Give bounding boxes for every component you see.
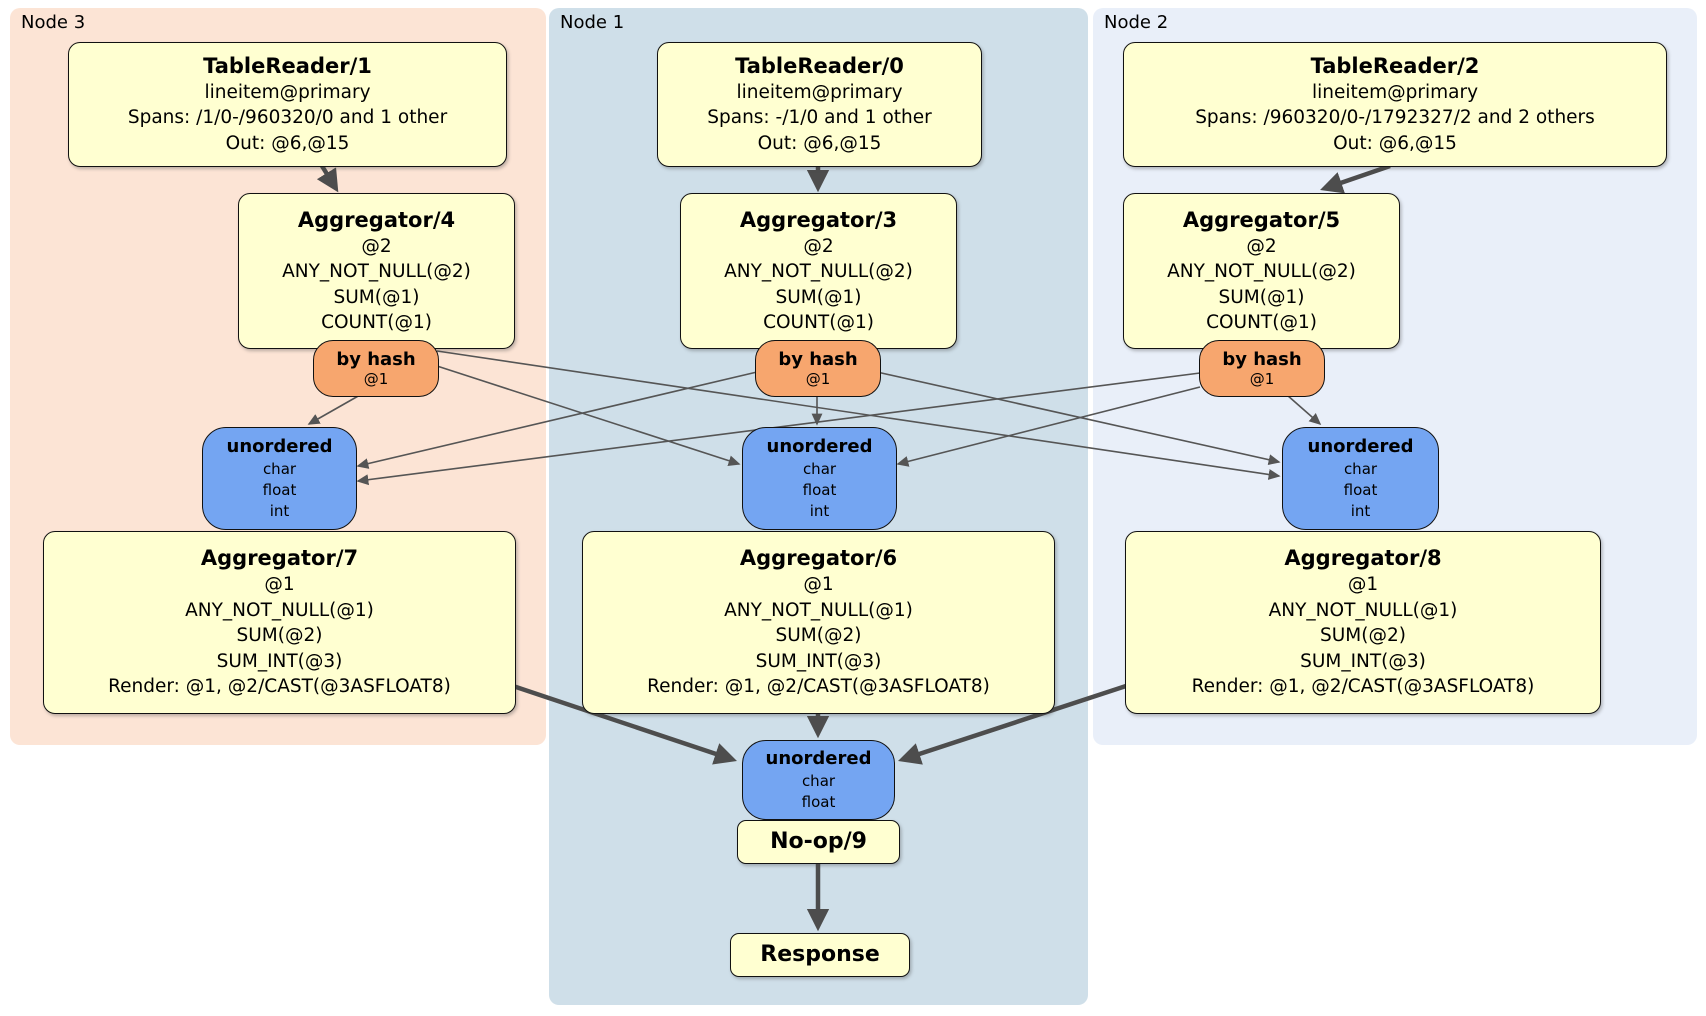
aggregator-6-fn: SUM(@2) [775, 625, 862, 647]
tablereader-1-out: Out: @6,@15 [225, 132, 350, 154]
aggregator-4-fn: COUNT(@1) [321, 312, 432, 333]
hash-router-node2-key: @1 [1249, 370, 1275, 388]
aggregator-6-title: Aggregator/6 [739, 546, 898, 571]
sync-col-type: float [262, 481, 297, 499]
aggregator-7-fn: ANY_NOT_NULL(@1) [185, 599, 374, 621]
aggregator-3-group: @2 [803, 235, 834, 257]
sync-col-type: float [802, 481, 837, 499]
hash-router-node2-title: by hash [1222, 349, 1302, 370]
hash-router-node3: by hash @1 [313, 340, 439, 397]
aggregator-7-fn: SUM(@2) [236, 625, 323, 647]
sync-col-type: float [801, 793, 836, 811]
aggregator-8-group: @1 [1347, 574, 1379, 596]
sync-col-type: char [262, 460, 297, 478]
aggregator-5-fn: SUM(@1) [1218, 286, 1305, 308]
hash-router-node1-key: @1 [805, 370, 831, 388]
aggregator-8-title: Aggregator/8 [1284, 546, 1442, 571]
aggregator-4-fn: ANY_NOT_NULL(@2) [282, 261, 471, 282]
tablereader-0-title: TableReader/0 [735, 53, 904, 78]
hash-router-node2: by hash @1 [1199, 340, 1325, 397]
aggregator-5: Aggregator/5 @2 ANY_NOT_NULL(@2) SUM(@1)… [1123, 193, 1400, 349]
tablereader-0-out: Out: @6,@15 [757, 132, 882, 154]
tablereader-2-title: TableReader/2 [1310, 53, 1480, 78]
noop-processor: No-op/9 [737, 820, 900, 864]
response-box: Response [730, 933, 910, 977]
sync-col-type: char [802, 460, 837, 478]
hash-router-node3-title: by hash [336, 349, 416, 370]
aggregator-5-group: @2 [1246, 235, 1277, 257]
aggregator-3-title: Aggregator/3 [739, 207, 898, 232]
tablereader-2-spans: Spans: /960320/0-/1792327/2 and 2 others [1195, 107, 1595, 129]
unordered-sync-final-title: unordered [765, 748, 872, 769]
sync-col-type: char [1343, 460, 1378, 478]
tablereader-0-spans: Spans: -/1/0 and 1 other [707, 107, 932, 129]
aggregator-4-fn: SUM(@1) [333, 286, 420, 308]
unordered-sync-node2-title: unordered [1307, 436, 1414, 457]
aggregator-5-title: Aggregator/5 [1182, 207, 1341, 232]
tablereader-1: TableReader/1 lineitem@primary Spans: /1… [68, 42, 507, 167]
aggregator-7: Aggregator/7 @1 ANY_NOT_NULL(@1) SUM(@2)… [43, 531, 516, 714]
tablereader-0-index: lineitem@primary [736, 81, 903, 103]
sync-col-type: int [1350, 502, 1371, 520]
unordered-sync-final: unordered char float [742, 740, 895, 820]
aggregator-7-render: Render: @1, @2/CAST(@3ASFLOAT8) [108, 676, 451, 698]
sync-col-type: int [809, 502, 830, 520]
unordered-sync-node2: unordered char float int [1282, 427, 1439, 530]
aggregator-5-fn: COUNT(@1) [1206, 312, 1317, 333]
noop-title: No-op/9 [770, 829, 867, 854]
tablereader-2-index: lineitem@primary [1311, 81, 1479, 103]
aggregator-8-fn: SUM(@2) [1320, 625, 1406, 647]
panel-node-2-label: Node 2 [1104, 12, 1169, 33]
aggregator-7-group: @1 [264, 574, 295, 596]
hash-router-node1-title: by hash [778, 349, 858, 370]
aggregator-4-title: Aggregator/4 [297, 207, 456, 232]
unordered-sync-node3: unordered char float int [202, 427, 357, 530]
aggregator-4-group: @2 [361, 235, 392, 257]
tablereader-2-out: Out: @6,@15 [1333, 132, 1457, 154]
sync-col-type: float [1343, 481, 1378, 499]
panel-node-1-label: Node 1 [560, 12, 625, 33]
aggregator-6: Aggregator/6 @1 ANY_NOT_NULL(@1) SUM(@2)… [582, 531, 1055, 714]
aggregator-6-fn: SUM_INT(@3) [755, 650, 882, 672]
aggregator-3-fn: SUM(@1) [775, 286, 862, 308]
tablereader-2: TableReader/2 lineitem@primary Spans: /9… [1123, 42, 1667, 167]
tablereader-1-title: TableReader/1 [203, 53, 372, 78]
response-title: Response [760, 942, 880, 967]
hash-router-node3-key: @1 [363, 370, 389, 388]
aggregator-8-render: Render: @1, @2/CAST(@3ASFLOAT8) [1191, 676, 1535, 698]
tablereader-0: TableReader/0 lineitem@primary Spans: -/… [657, 42, 982, 167]
unordered-sync-node1: unordered char float int [742, 427, 897, 530]
aggregator-8-fn: ANY_NOT_NULL(@1) [1268, 599, 1458, 621]
aggregator-6-render: Render: @1, @2/CAST(@3ASFLOAT8) [647, 676, 990, 698]
sync-col-type: char [801, 772, 836, 790]
aggregator-7-title: Aggregator/7 [200, 546, 359, 571]
unordered-sync-node3-title: unordered [226, 436, 333, 457]
tablereader-1-index: lineitem@primary [204, 81, 371, 103]
aggregator-5-fn: ANY_NOT_NULL(@2) [1167, 261, 1356, 282]
hash-router-node1: by hash @1 [755, 340, 881, 397]
panel-node-3-label: Node 3 [21, 12, 86, 33]
aggregator-3-fn: ANY_NOT_NULL(@2) [724, 261, 913, 282]
aggregator-6-fn: ANY_NOT_NULL(@1) [724, 599, 913, 621]
aggregator-8-fn: SUM_INT(@3) [1300, 650, 1426, 672]
aggregator-6-group: @1 [803, 574, 834, 596]
unordered-sync-node1-title: unordered [766, 436, 873, 457]
aggregator-7-fn: SUM_INT(@3) [216, 650, 343, 672]
aggregator-3-fn: COUNT(@1) [763, 312, 874, 333]
sync-col-type: int [269, 502, 290, 520]
aggregator-3: Aggregator/3 @2 ANY_NOT_NULL(@2) SUM(@1)… [680, 193, 957, 349]
tablereader-1-spans: Spans: /1/0-/960320/0 and 1 other [127, 107, 448, 129]
aggregator-8: Aggregator/8 @1 ANY_NOT_NULL(@1) SUM(@2)… [1125, 531, 1601, 714]
aggregator-4: Aggregator/4 @2 ANY_NOT_NULL(@2) SUM(@1)… [238, 193, 515, 349]
